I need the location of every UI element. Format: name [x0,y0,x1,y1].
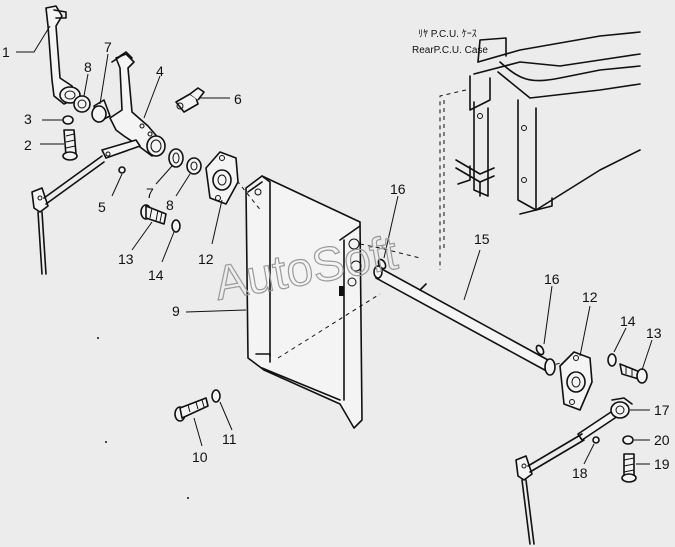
ball-5 [118,166,126,174]
callout-18: 18 [572,465,588,481]
washer-3 [62,115,74,125]
speck [187,497,189,499]
callout-3: 3 [24,111,32,127]
callout-labels: 1 2 3 4 5 6 7 7 8 8 9 10 11 12 12 13 13 … [2,39,670,481]
bolt-13-left [140,204,167,225]
case-caption-en: RearP.C.U. Case [412,45,488,56]
callout-20: 20 [654,432,670,448]
shaft-15 [373,265,556,376]
flange-bearing-12-right [559,351,593,411]
case-caption-jp: ﾘﾔ P.C.U. ｹｰｽ [418,28,477,40]
callout-11: 11 [222,431,237,447]
grease-fitting-6 [175,87,205,113]
callout-16-right: 16 [544,271,560,287]
callout-13-left: 13 [118,251,134,267]
lever-4 [101,51,166,159]
callout-7-lower: 7 [146,185,154,201]
callout-17: 17 [654,402,670,418]
washer-14-left [171,219,181,233]
speck [105,441,107,443]
callout-8-lower: 8 [166,197,174,213]
callout-10: 10 [192,449,208,465]
callout-15: 15 [474,231,490,247]
pin-16-right [535,344,545,356]
lever-1 [45,5,81,105]
ball-18 [592,436,600,444]
bolt-2 [62,129,78,161]
bolt-13-right [619,363,648,384]
bolt-19 [621,453,637,483]
arm-17 [577,397,633,441]
rod-end-left [31,155,105,275]
leader-lines [16,25,653,465]
callout-12-right: 12 [582,289,598,305]
rear-pcu-case [439,31,641,270]
callout-8-upper: 8 [84,59,92,75]
callout-12-left: 12 [198,251,214,267]
callout-4: 4 [156,63,164,79]
callout-1: 1 [2,44,10,60]
callout-5: 5 [98,199,106,215]
bearing-7-lower [168,148,184,168]
washer-20 [622,435,634,445]
callout-13-right: 13 [646,325,662,341]
washer-14-right [607,353,617,367]
washer-11 [211,389,221,403]
bushing-8-lower [186,157,202,175]
callout-9: 9 [172,303,180,319]
bearing-7-upper [91,99,111,123]
bracket-plate-9 [245,175,363,429]
rod-end-right [515,433,585,545]
callout-2: 2 [24,137,32,153]
callout-6: 6 [234,91,242,107]
pin-16-left [377,258,387,270]
callout-7-upper: 7 [104,39,112,55]
callout-14-right: 14 [620,313,636,329]
callout-14-left: 14 [148,267,164,283]
flange-bearing-12-left [205,151,239,205]
bushing-8-upper [73,95,91,113]
callout-16-left: 16 [390,181,406,197]
callout-19: 19 [654,456,670,472]
bolt-10 [174,397,209,422]
speck [97,337,99,339]
